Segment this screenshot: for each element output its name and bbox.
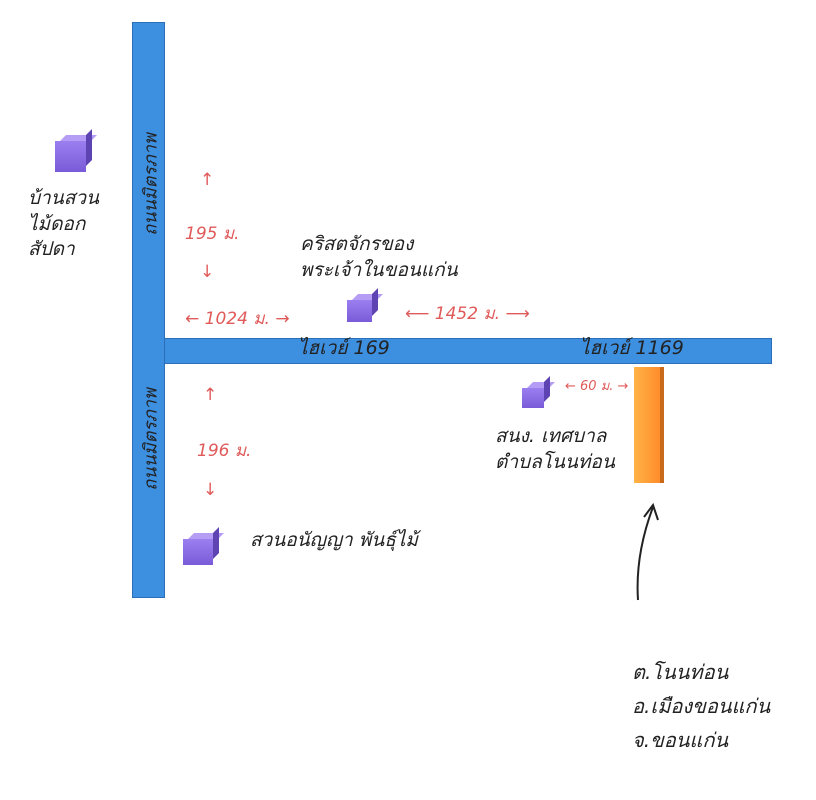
arrow-up-south: ↑ xyxy=(203,385,218,405)
direction-arrow-icon xyxy=(636,502,659,601)
distance-east: ⟵ 1452 ม. ⟶ xyxy=(405,304,530,324)
road-label-lower: ถนนมิตรภาพ xyxy=(140,388,162,491)
address-block: ต.โนนท่อน อ.เมืองขอนแก่น จ.ขอนแก่น xyxy=(632,660,771,752)
arrow-down-north: ↓ xyxy=(200,262,215,282)
destination-marker xyxy=(634,367,664,483)
road-highway xyxy=(164,338,772,364)
building-icon-garden-bottom xyxy=(183,539,213,565)
road-label-upper: ถนนมิตรภาพ xyxy=(140,133,162,236)
distance-north: 195 ม. xyxy=(185,224,240,244)
distance-west: ← 1024 ม. → xyxy=(185,309,290,329)
building-icon-church xyxy=(347,300,372,322)
distance-south: 196 ม. xyxy=(197,441,252,461)
label-church: คริสตจักรของ พระเจ้าในขอนแก่น xyxy=(300,233,458,281)
road-mittraphap xyxy=(132,22,165,598)
label-garden-bottom: สวนอนัญญา พันธุ์ไม้ xyxy=(250,529,418,551)
label-office: สนง. เทศบาล ตำบลโนนท่อน xyxy=(495,425,615,473)
distance-short: ← 60 ม. → xyxy=(565,379,629,394)
highway-label-left: ไฮเวย์ 169 xyxy=(298,337,390,359)
building-icon-garden-left xyxy=(55,141,86,172)
building-icon-office xyxy=(522,388,544,408)
highway-label-right: ไฮเวย์ 1169 xyxy=(580,337,684,359)
arrow-up-north: ↑ xyxy=(200,170,215,190)
label-garden-left: บ้านสวน ไม้ดอก สัปดา xyxy=(28,187,99,261)
arrow-down-south: ↓ xyxy=(203,480,218,500)
